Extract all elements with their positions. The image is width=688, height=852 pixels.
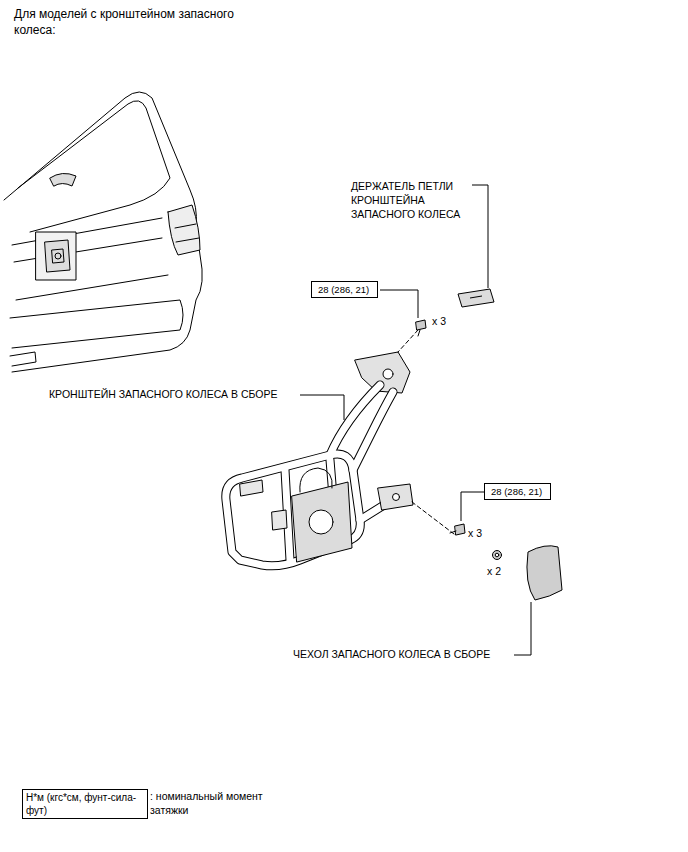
loop-holder xyxy=(458,289,494,307)
lamp-bracket xyxy=(240,480,287,530)
dashed-line xyxy=(398,330,418,352)
tube xyxy=(226,454,360,566)
center-plate xyxy=(292,482,352,562)
center-hole xyxy=(309,510,333,534)
legend-sample-box: Н*м (кгс*см, фунт-сила-фут) xyxy=(22,789,148,819)
vehicle-rear xyxy=(4,92,202,372)
leader-line xyxy=(300,395,344,420)
tail-light xyxy=(168,205,200,255)
leader-line xyxy=(514,602,531,655)
hinge-hole xyxy=(393,494,400,501)
body-outline xyxy=(4,92,202,372)
leader-line xyxy=(380,290,418,318)
bolt xyxy=(416,320,426,330)
leader-line xyxy=(472,185,488,288)
nut-hole xyxy=(495,553,499,557)
quantity: x 3 xyxy=(468,527,482,541)
rear-window xyxy=(18,101,170,232)
quantity: x 3 xyxy=(432,315,446,329)
legend-text: : номинальный момент затяжки xyxy=(150,790,263,816)
torque-spec-box: 28 (286, 21) xyxy=(311,281,378,298)
part-name: ДЕРЖАТЕЛЬ ПЕТЛИ КРОНШТЕЙНА ЗАПАСНОГО КОЛ… xyxy=(350,179,477,222)
hitch xyxy=(45,240,70,272)
tube-fill xyxy=(226,385,393,566)
license-plate-recess xyxy=(36,232,76,280)
bolt-shank xyxy=(418,330,420,336)
fasteners xyxy=(398,320,502,560)
hitch-pin xyxy=(55,253,61,259)
nut xyxy=(493,551,502,560)
tube-outline xyxy=(226,385,393,566)
torque-value: Н*м (кгс*см, фунт-сила-фут) xyxy=(26,791,144,817)
emblem xyxy=(50,173,76,186)
loop-holder-detail xyxy=(470,296,482,298)
mount-hole xyxy=(383,369,393,379)
hatch-lines xyxy=(12,218,168,300)
spare-wheel-carrier xyxy=(226,352,413,566)
legend-entry: : номинальный момент затяжки xyxy=(150,790,278,817)
bolt-shank xyxy=(450,531,456,533)
tube xyxy=(226,454,360,566)
hinge-plate xyxy=(378,484,413,510)
part-name: ЧЕХОЛ ЗАПАСНОГО КОЛЕСА В СБОРЕ xyxy=(292,648,491,662)
quantity: x 2 xyxy=(487,565,501,579)
tube xyxy=(353,392,393,470)
spare-cover xyxy=(527,546,562,600)
torque-spec-box: 28 (286, 21) xyxy=(484,483,551,500)
cable xyxy=(300,468,332,492)
bumper xyxy=(10,300,183,366)
torque-value: 28 (286, 21) xyxy=(318,284,371,295)
dashed-line xyxy=(412,502,454,534)
torque-value: 28 (286, 21) xyxy=(491,486,544,497)
bolt xyxy=(455,524,465,535)
page-title: Для моделей с кронштейном запасного коле… xyxy=(14,6,254,38)
leader-lines xyxy=(300,185,531,655)
part-name: КРОНШТЕЙН ЗАПАСНОГО КОЛЕСА В СБОРЕ xyxy=(48,388,278,402)
tail-light-detail xyxy=(175,224,199,242)
